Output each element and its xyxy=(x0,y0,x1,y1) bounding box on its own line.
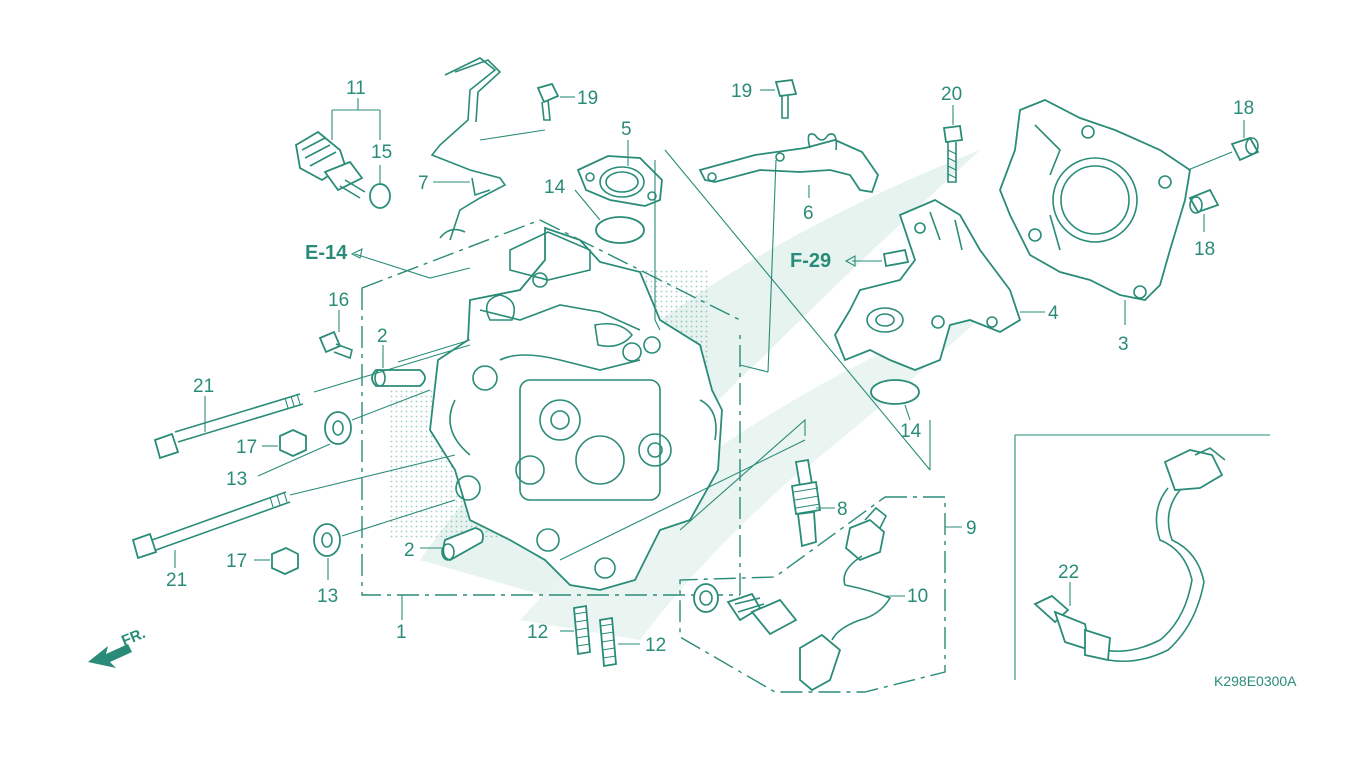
stud-bolt-21-upper xyxy=(153,393,304,460)
front-direction-arrow xyxy=(88,644,132,668)
hose-joint-f29 xyxy=(882,248,910,268)
stud-bolt-12-left xyxy=(573,604,591,656)
stud-bolt-12-right xyxy=(599,616,617,668)
dowel-pin-18-bottom xyxy=(1188,188,1220,214)
cylinder-head xyxy=(390,226,723,591)
o-ring-14-top xyxy=(595,216,645,244)
group-outline-9 xyxy=(679,496,946,693)
callout-3[interactable]: 3 xyxy=(1118,334,1129,355)
callout-11[interactable]: 11 xyxy=(346,78,366,99)
callout-21-lower[interactable]: 21 xyxy=(166,570,187,591)
dowel-pin-2-upper xyxy=(371,369,426,387)
front-label: FR. xyxy=(119,625,148,650)
o-ring-15 xyxy=(369,183,391,209)
intake-pipe-4 xyxy=(833,198,1022,371)
bolt-19-right xyxy=(774,79,798,119)
nut-17-lower xyxy=(271,547,299,575)
ref-f29[interactable]: F-29 xyxy=(790,250,831,272)
temperature-sensor-9 xyxy=(693,583,798,636)
wire-clip-bracket xyxy=(430,57,507,241)
washer-13-lower xyxy=(313,523,341,557)
bolt-20 xyxy=(942,124,964,183)
callout-20[interactable]: 20 xyxy=(941,84,962,105)
callout-14-lower[interactable]: 14 xyxy=(900,421,922,442)
o2-sensor-10 xyxy=(799,506,892,692)
insulator-gasket-5 xyxy=(576,155,663,207)
callout-2-lower[interactable]: 2 xyxy=(404,540,415,561)
callout-10[interactable]: 10 xyxy=(907,586,928,607)
callout-13-lower[interactable]: 13 xyxy=(317,586,338,607)
washer-13-upper xyxy=(324,411,352,445)
callout-16[interactable]: 16 xyxy=(328,290,349,311)
temperature-sensor xyxy=(295,130,366,199)
callout-15[interactable]: 15 xyxy=(371,142,392,163)
hose-bracket-6 xyxy=(698,133,880,194)
callout-6[interactable]: 6 xyxy=(803,203,814,224)
callout-5[interactable]: 5 xyxy=(621,119,632,140)
dowel-pin-2-lower xyxy=(441,527,484,561)
callout-7[interactable]: 7 xyxy=(418,173,429,194)
ref-e14[interactable]: E-14 xyxy=(305,242,348,264)
callout-19-right[interactable]: 19 xyxy=(731,81,752,102)
diagram-code: K298E0300A xyxy=(1214,673,1297,689)
callout-17-lower[interactable]: 17 xyxy=(226,551,247,572)
inset-frame xyxy=(1014,434,1270,680)
callout-13-upper[interactable]: 13 xyxy=(226,469,247,490)
callout-12-left[interactable]: 12 xyxy=(527,622,548,643)
callout-21-upper[interactable]: 21 xyxy=(193,376,214,397)
callout-19-left[interactable]: 19 xyxy=(577,88,598,109)
callout-8[interactable]: 8 xyxy=(837,499,848,520)
nut-17-upper xyxy=(279,429,307,457)
callout-14-top[interactable]: 14 xyxy=(544,177,566,198)
callout-17-upper[interactable]: 17 xyxy=(236,437,257,458)
callout-12-right[interactable]: 12 xyxy=(645,635,666,656)
bolt-19-left xyxy=(536,82,560,121)
callout-18-top[interactable]: 18 xyxy=(1233,98,1254,119)
cylinder-head-gasket-3 xyxy=(999,99,1191,301)
group-outline-1 xyxy=(361,219,741,596)
callout-22[interactable]: 22 xyxy=(1058,562,1079,583)
callout-9[interactable]: 9 xyxy=(966,518,977,539)
sensor-harness-22 xyxy=(1033,447,1226,663)
callout-2-upper[interactable]: 2 xyxy=(377,326,388,347)
callout-1[interactable]: 1 xyxy=(396,622,407,643)
callout-18-bottom[interactable]: 18 xyxy=(1194,239,1215,260)
spark-plug-8 xyxy=(790,458,822,548)
o-ring-14-lower xyxy=(870,379,920,405)
dowel-pin-18-top xyxy=(1230,136,1260,162)
callout-4[interactable]: 4 xyxy=(1048,303,1059,324)
flange-bolt-16 xyxy=(318,330,353,360)
stud-bolt-21-lower xyxy=(131,491,291,560)
